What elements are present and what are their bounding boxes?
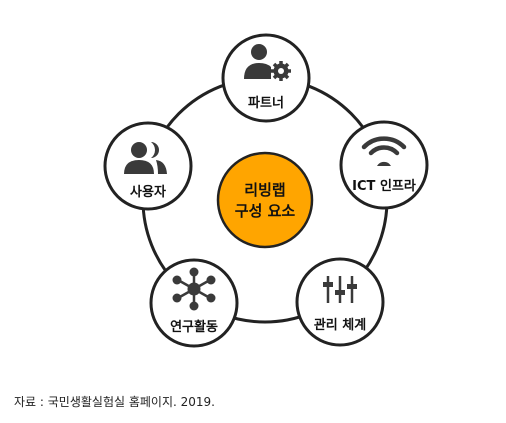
center-title-line2: 구성 요소 — [235, 202, 296, 220]
node-partner: 파트너 — [221, 33, 311, 123]
living-lab-diagram: 리빙랩 구성 요소 파트너 ICT 인프라 — [103, 33, 429, 348]
management-label: 관리 체계 — [314, 317, 366, 333]
network-hub-icon — [172, 267, 216, 311]
node-users: 사용자 — [103, 121, 193, 211]
users-icon — [124, 142, 167, 174]
node-ict: ICT 인프라 — [339, 120, 429, 210]
research-label: 연구활동 — [170, 319, 218, 335]
users-label: 사용자 — [130, 184, 166, 200]
center-title-line1: 리빙랩 — [244, 181, 285, 199]
wifi-icon — [361, 136, 407, 166]
ict-label: ICT 인프라 — [352, 178, 416, 194]
source-caption: 자료 : 국민생활실험실 홈페이지. 2019. — [14, 395, 215, 409]
partner-settings-icon — [244, 44, 291, 81]
node-management: 관리 체계 — [295, 257, 385, 347]
sliders-icon — [323, 276, 357, 303]
center-node: 리빙랩 구성 요소 — [216, 151, 314, 249]
node-research: 연구활동 — [149, 258, 239, 348]
partner-label: 파트너 — [248, 95, 284, 111]
